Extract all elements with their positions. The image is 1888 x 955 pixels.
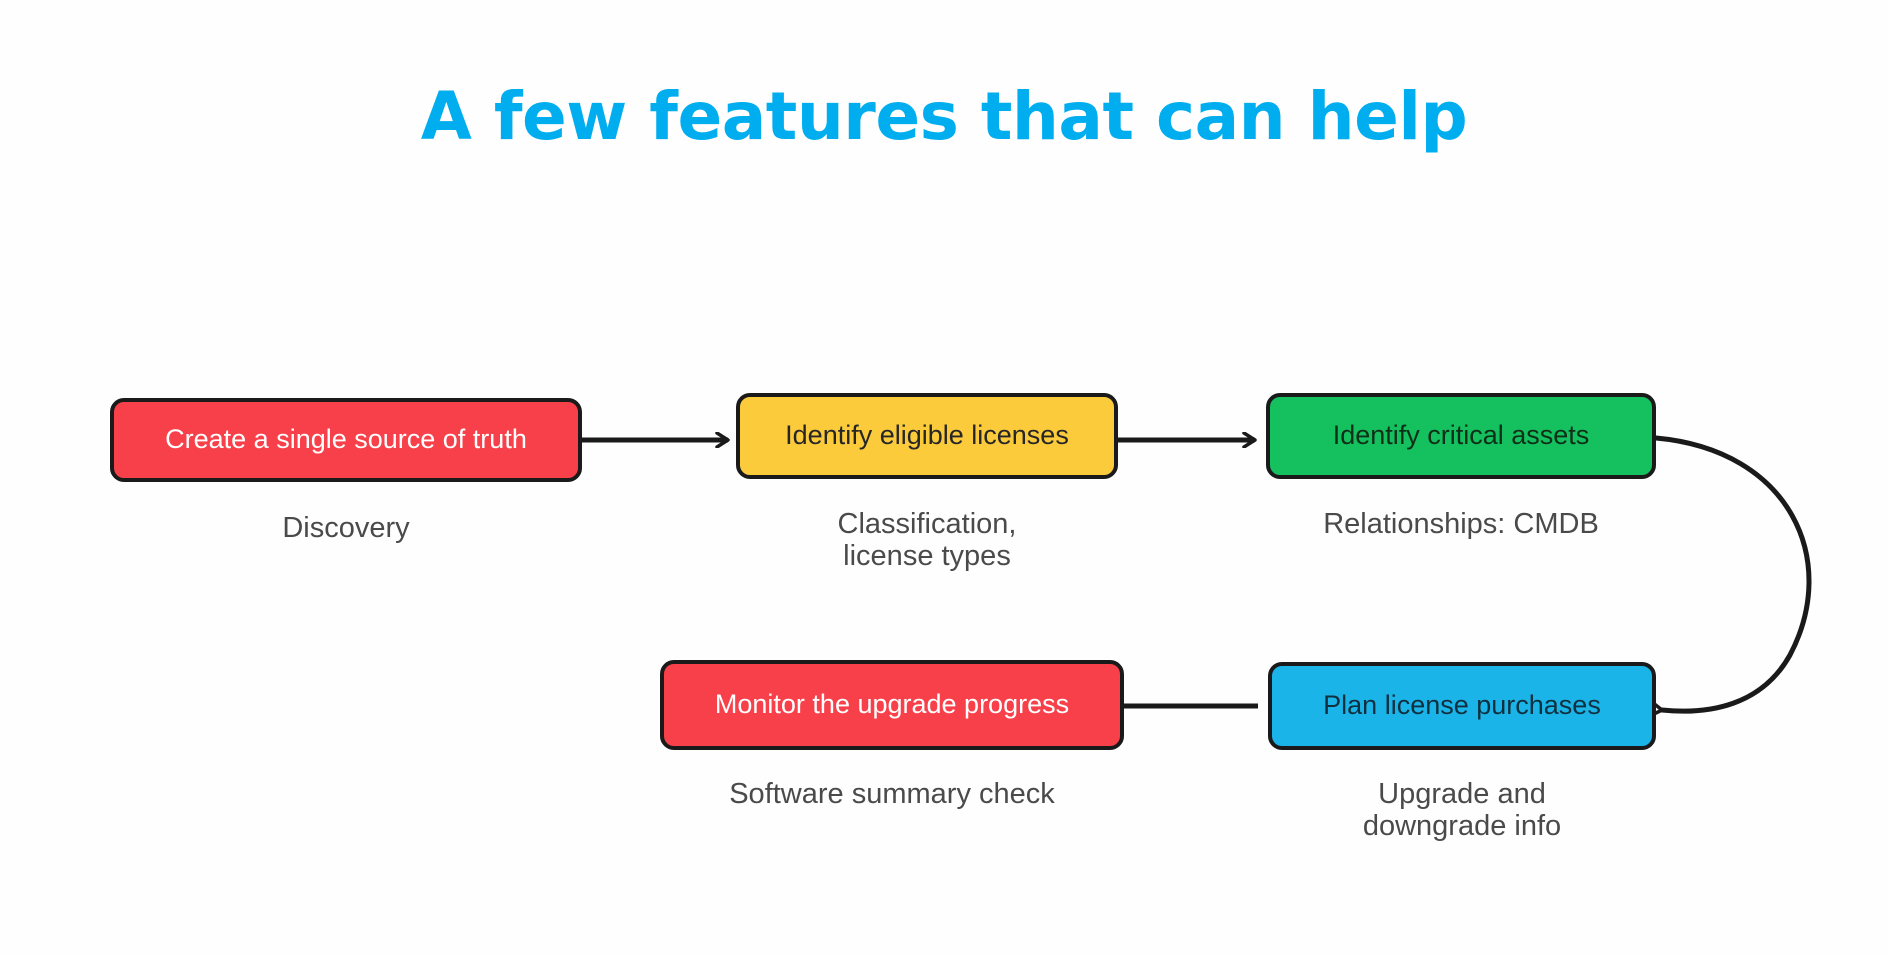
- node-create-single-source-of-truth[interactable]: Create a single source of truth: [109, 398, 582, 485]
- node-label: Monitor the upgrade progress: [714, 689, 1070, 720]
- caption-upgrade-and-downgrade-info: Upgrade and downgrade info: [1362, 778, 1562, 843]
- node-identify-eligible-licenses[interactable]: Identify eligible licenses: [735, 393, 1118, 482]
- node-label: Identify eligible licenses: [785, 420, 1069, 451]
- caption-software-summary-check: Software summary check: [729, 778, 1055, 810]
- connector-3: [1656, 435, 1812, 711]
- caption-discovery: Discovery: [282, 512, 410, 544]
- page-title: A few features that can help: [420, 78, 1468, 155]
- node-identify-critical-assets[interactable]: Identify critical assets: [1265, 393, 1656, 482]
- caption-relationships-cmdb: Relationships: CMDB: [1323, 508, 1599, 540]
- caption-classification-license-types: Classification, license types: [837, 508, 1017, 573]
- node-label: Plan license purchases: [1323, 690, 1601, 721]
- node-plan-license-purchases[interactable]: Plan license purchases: [1267, 662, 1656, 753]
- node-monitor-the-upgrade-progress[interactable]: Monitor the upgrade progress: [659, 660, 1124, 753]
- node-label: Create a single source of truth: [165, 424, 527, 455]
- node-label: Identify critical assets: [1332, 420, 1590, 451]
